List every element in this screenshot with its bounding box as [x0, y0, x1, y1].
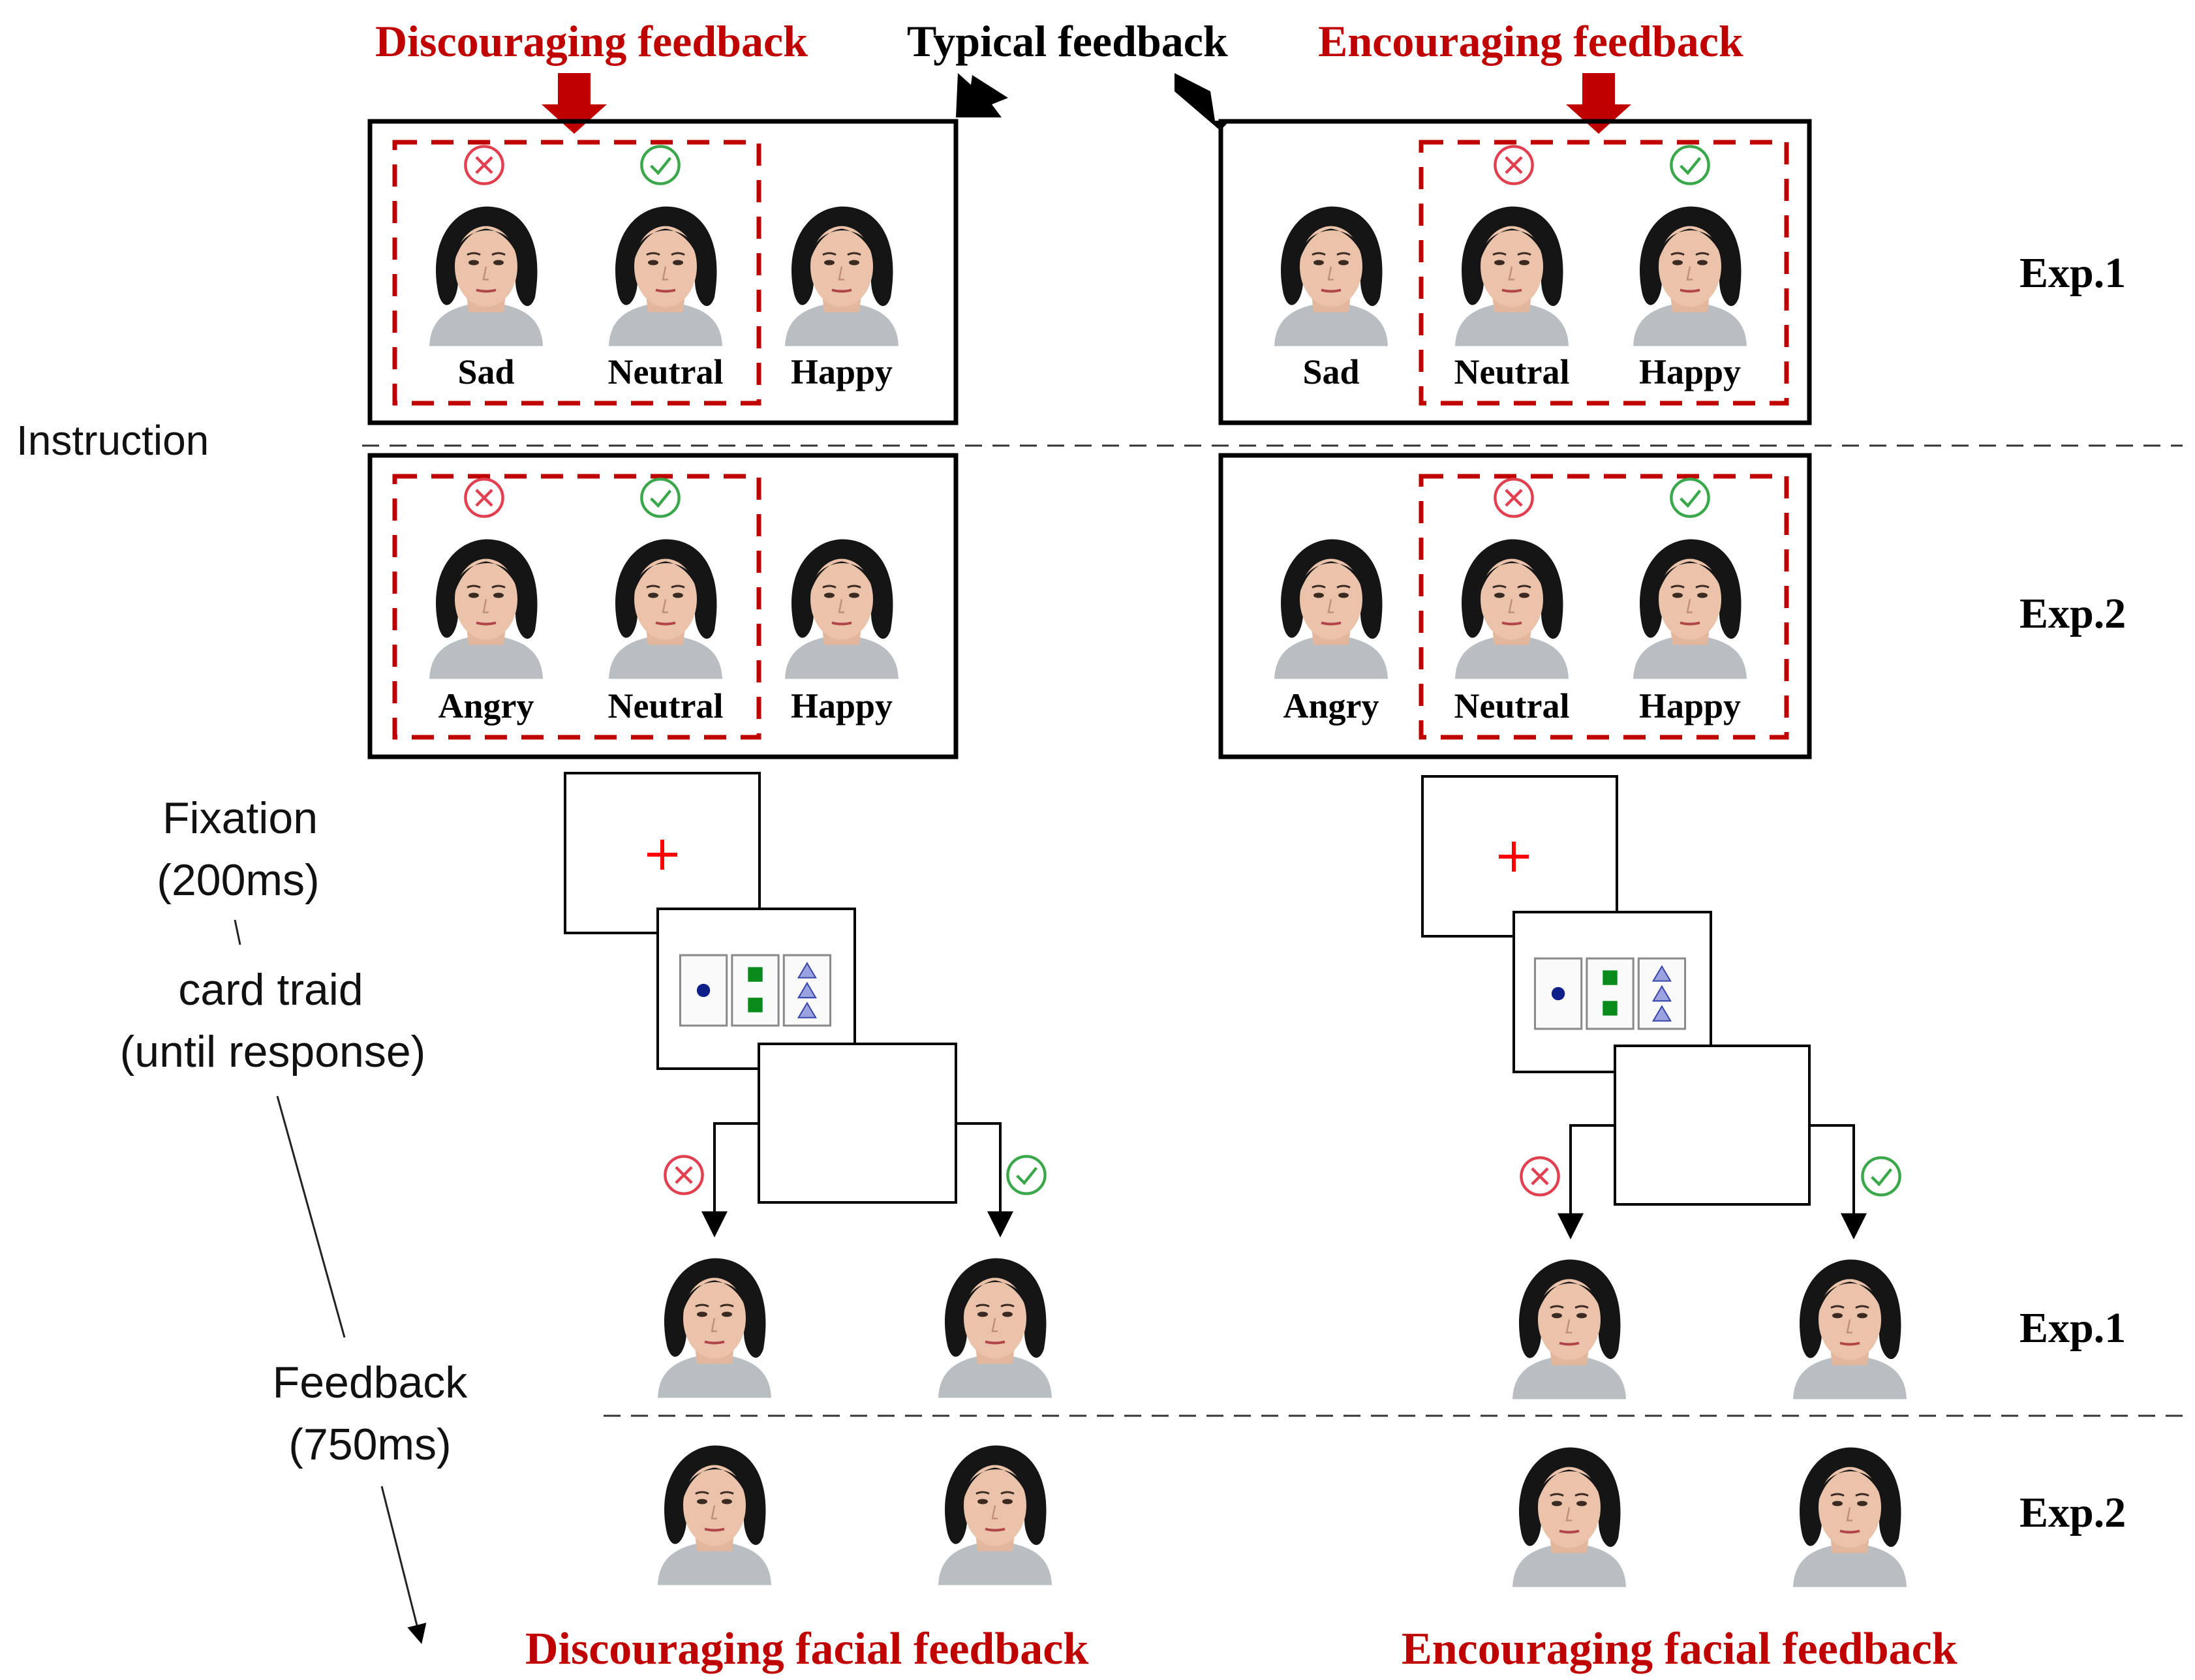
face-happy — [1633, 540, 1747, 679]
x-circle-icon — [465, 479, 502, 516]
dashed-box-exp2-right — [1419, 474, 1789, 740]
face-angry — [1274, 540, 1388, 679]
card-triad — [1533, 957, 1687, 1030]
label-happy: Happy — [791, 686, 893, 725]
label-happy: Happy — [1639, 352, 1741, 391]
panel-exp1-right — [1218, 119, 1812, 425]
card-label: card traid — [178, 965, 363, 1015]
check-circle-icon — [1671, 479, 1708, 516]
header-encouraging: Encouraging feedback — [1318, 16, 1743, 66]
card-duration: (until response) — [120, 1027, 426, 1077]
feedback-face-sad — [658, 1259, 771, 1398]
label-angry: Angry — [1283, 686, 1379, 725]
footer-discouraging: Discouraging facial feedback — [525, 1624, 1088, 1674]
red-arrow-right-icon — [1566, 73, 1631, 134]
face-neutral — [1455, 540, 1569, 679]
label-neutral: Neutral — [608, 352, 724, 391]
black-arrow-left-icon — [956, 73, 1008, 117]
header-discouraging: Discouraging feedback — [375, 16, 808, 66]
face-neutral — [609, 207, 722, 346]
branch-arrow-wrong — [1558, 1124, 1615, 1240]
check-circle-icon — [1007, 1156, 1045, 1193]
exp1-feedback-label: Exp.1 — [2019, 1304, 2126, 1352]
face-happy — [785, 540, 898, 679]
feedback-face-angry — [658, 1446, 771, 1585]
branch-arrow-wrong — [701, 1122, 759, 1238]
check-circle-icon — [641, 146, 679, 183]
check-circle-icon — [1671, 146, 1708, 183]
feedback-face-neutral — [938, 1259, 1052, 1398]
face-sad — [429, 207, 543, 346]
panel-exp2-left — [367, 453, 959, 759]
label-neutral: Neutral — [608, 686, 724, 725]
face-sad — [1274, 207, 1388, 346]
feedback-face-neutral — [938, 1446, 1052, 1585]
panel-exp1-left — [367, 119, 959, 425]
instruction-label: Instruction — [16, 417, 209, 464]
feedback-face-happy — [1793, 1260, 1907, 1399]
face-happy — [785, 207, 898, 346]
card-triad — [679, 954, 832, 1027]
label-neutral: Neutral — [1454, 352, 1570, 391]
branch-arrow-correct — [956, 1122, 1013, 1238]
footer-encouraging: Encouraging facial feedback — [1402, 1624, 1957, 1674]
x-circle-icon — [1495, 146, 1532, 183]
label-neutral: Neutral — [1454, 686, 1570, 725]
feedback-screen — [758, 1043, 957, 1204]
fixation-cross-icon — [647, 840, 677, 870]
fixation-duration: (200ms) — [157, 855, 319, 905]
x-circle-icon — [665, 1156, 702, 1193]
feedback-face-neutral — [1512, 1260, 1626, 1399]
x-circle-icon — [1495, 479, 1532, 516]
label-sad: Sad — [1302, 352, 1359, 391]
panel-exp2-right — [1218, 453, 1812, 759]
black-arrow-right-icon — [1174, 73, 1230, 130]
feedback-label: Feedback — [273, 1358, 468, 1407]
dashed-box-exp1-right — [1419, 140, 1789, 406]
check-circle-icon — [641, 479, 679, 516]
feedback-screen — [1614, 1045, 1811, 1206]
timeline-arrow — [380, 1486, 427, 1644]
label-angry: Angry — [438, 686, 534, 725]
header-typical: Typical feedback — [907, 16, 1228, 66]
fixation-label: Fixation — [162, 793, 318, 843]
check-circle-icon — [1862, 1157, 1899, 1195]
fixation-cross-icon — [1499, 842, 1529, 872]
feedback-face-neutral — [1512, 1448, 1626, 1587]
dashed-box-exp1-left — [392, 140, 761, 406]
label-sad: Sad — [457, 352, 514, 391]
x-circle-icon — [465, 146, 502, 183]
feedback-face-happy — [1793, 1448, 1907, 1587]
feedback-duration: (750ms) — [288, 1420, 451, 1469]
dashed-box-exp2-left — [392, 474, 761, 740]
face-neutral — [1455, 207, 1569, 346]
exp2-feedback-label: Exp.2 — [2019, 1489, 2126, 1536]
label-happy: Happy — [1639, 686, 1741, 725]
exp2-label: Exp.2 — [2019, 590, 2126, 637]
red-arrow-left-icon — [542, 73, 607, 134]
x-circle-icon — [1521, 1157, 1558, 1195]
label-happy: Happy — [791, 352, 893, 391]
face-angry — [429, 540, 543, 679]
face-neutral — [609, 540, 722, 679]
timeline-tick — [234, 919, 241, 945]
exp1-label: Exp.1 — [2019, 249, 2126, 297]
face-happy — [1633, 207, 1747, 346]
branch-arrow-correct — [1809, 1124, 1867, 1240]
timeline-line — [276, 1095, 346, 1338]
